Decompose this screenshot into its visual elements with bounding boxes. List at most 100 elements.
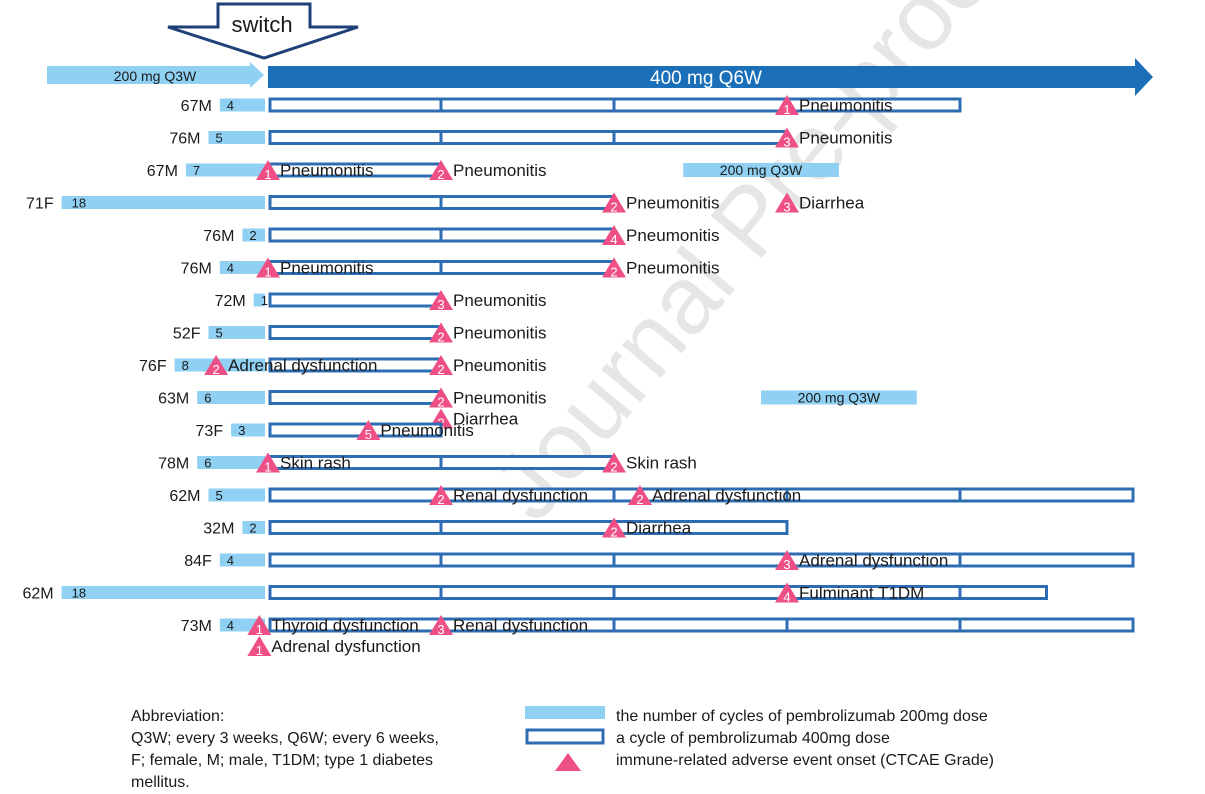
ae-label: Skin rash [280, 454, 351, 473]
ae-label: Pneumonitis [453, 324, 547, 343]
ae-label: Renal dysfunction [453, 616, 588, 635]
q3w-cycle-count: 8 [182, 358, 189, 373]
patient-label: 72M [215, 293, 246, 310]
q3w-cycle-count: 4 [227, 98, 234, 113]
q3w-cycle-count: 4 [227, 261, 234, 276]
ae-label: Fulminant T1DM [799, 584, 924, 603]
q6w-cycle-box [268, 585, 1048, 600]
ae-label: Pneumonitis [799, 129, 893, 148]
resumed-q3w-bar [683, 163, 839, 177]
patient-label: 67M [147, 163, 178, 180]
patient-row: 4 67M 1 Pneumonitis [181, 95, 962, 117]
ae-triangle [429, 615, 453, 635]
q3w-cycle-count: 6 [204, 456, 211, 471]
ae-label: Pneumonitis [799, 96, 893, 115]
ae-grade: 1 [256, 622, 263, 637]
ae-grade: 3 [783, 135, 790, 150]
ae-triangle [429, 387, 453, 408]
ae-label: Pneumonitis [453, 389, 547, 408]
ae-grade: 2 [610, 265, 617, 280]
q3w-bar [185, 163, 265, 177]
ae-triangle [429, 322, 453, 343]
ae-label: Adrenal dysfunction [271, 637, 420, 656]
patient-label: 76F [139, 358, 167, 375]
legend: the number of cycles of pembrolizumab 20… [616, 706, 994, 772]
abbreviation-line: mellitus. [131, 774, 190, 791]
ae-triangle [204, 355, 229, 375]
ae-grade: 4 [610, 232, 617, 247]
ae-grade: 2 [212, 362, 219, 377]
resumed-q3w-label: 200 mg Q3W [798, 390, 881, 406]
ae-triangle [429, 485, 453, 505]
ae-label: Diarrhea [626, 519, 692, 538]
ae-triangle [429, 290, 453, 310]
ae-triangle [247, 636, 272, 656]
patient-row: 1 72M 3 Pneumonitis [215, 290, 547, 312]
q6w-cycle-box [268, 520, 789, 535]
patient-label: 67M [181, 98, 212, 115]
ae-grade: 4 [783, 590, 790, 605]
patient-label: 78M [158, 456, 189, 473]
ae-grade: 3 [437, 297, 444, 312]
q3w-cycle-count: 2 [249, 228, 256, 243]
patient-label: 73F [196, 423, 224, 440]
q3w-bar [253, 293, 265, 307]
ae-grade: 3 [783, 557, 790, 572]
abbreviation-title: Abbreviation: [131, 708, 225, 725]
ae-label: Pneumonitis [453, 291, 547, 310]
q6w-cycle-box [268, 325, 443, 340]
legend-q3w-swatch [525, 706, 605, 719]
q6w-cycle-box [268, 390, 443, 405]
patient-label: 32M [203, 521, 234, 538]
ae-grade: 2 [610, 200, 617, 215]
ae-triangle [247, 615, 272, 635]
q3w-bar [219, 553, 265, 567]
ae-triangle [602, 257, 626, 278]
ae-label: Pneumonitis [626, 194, 720, 213]
ae-grade: 5 [365, 427, 372, 442]
patient-label: 52F [173, 326, 201, 343]
regimen-q6w-arrow [268, 58, 1153, 96]
q3w-cycle-count: 5 [216, 326, 223, 341]
patient-label: 76M [203, 228, 234, 245]
ae-label: Adrenal dysfunction [228, 356, 377, 375]
ae-grade: 1 [264, 265, 271, 280]
regimen-q3w-label: 200 mg Q3W [114, 68, 197, 84]
ae-grade: 2 [636, 492, 643, 507]
ae-label: Diarrhea [453, 410, 519, 429]
patient-label: 71F [26, 196, 54, 213]
ae-triangle [775, 550, 799, 570]
q6w-cycle-box [268, 487, 1135, 503]
ae-triangle [775, 127, 799, 148]
q3w-bar [61, 196, 265, 209]
legend-q6w-swatch [525, 728, 605, 745]
q3w-cycle-count: 1 [261, 293, 268, 308]
q3w-bar [208, 131, 265, 144]
ae-triangle [602, 452, 626, 473]
ae-label: Skin rash [626, 454, 697, 473]
q6w-cycle-box [268, 617, 1135, 633]
legend-ae-label: immune-related adverse event onset (CTCA… [616, 752, 994, 769]
regimen-q6w-label: 400 mg Q6W [650, 68, 762, 89]
q6w-cycle-box [268, 422, 443, 438]
ae-grade: 2 [437, 492, 444, 507]
ae-grade: 1 [783, 102, 790, 117]
patient-label: 73M [181, 618, 212, 635]
q3w-cycle-count: 3 [238, 423, 245, 438]
q6w-cycle-box [268, 552, 1135, 568]
ae-grade: 2 [437, 167, 444, 182]
patient-label: 76M [181, 261, 212, 278]
regimen-q3w-arrow [47, 62, 264, 88]
switch-label: switch [231, 12, 292, 37]
patient-label: 63M [158, 391, 189, 408]
resumed-q3w-bar [761, 390, 917, 405]
patient-label: 76M [169, 131, 200, 148]
ae-label: Adrenal dysfunction [799, 551, 948, 570]
